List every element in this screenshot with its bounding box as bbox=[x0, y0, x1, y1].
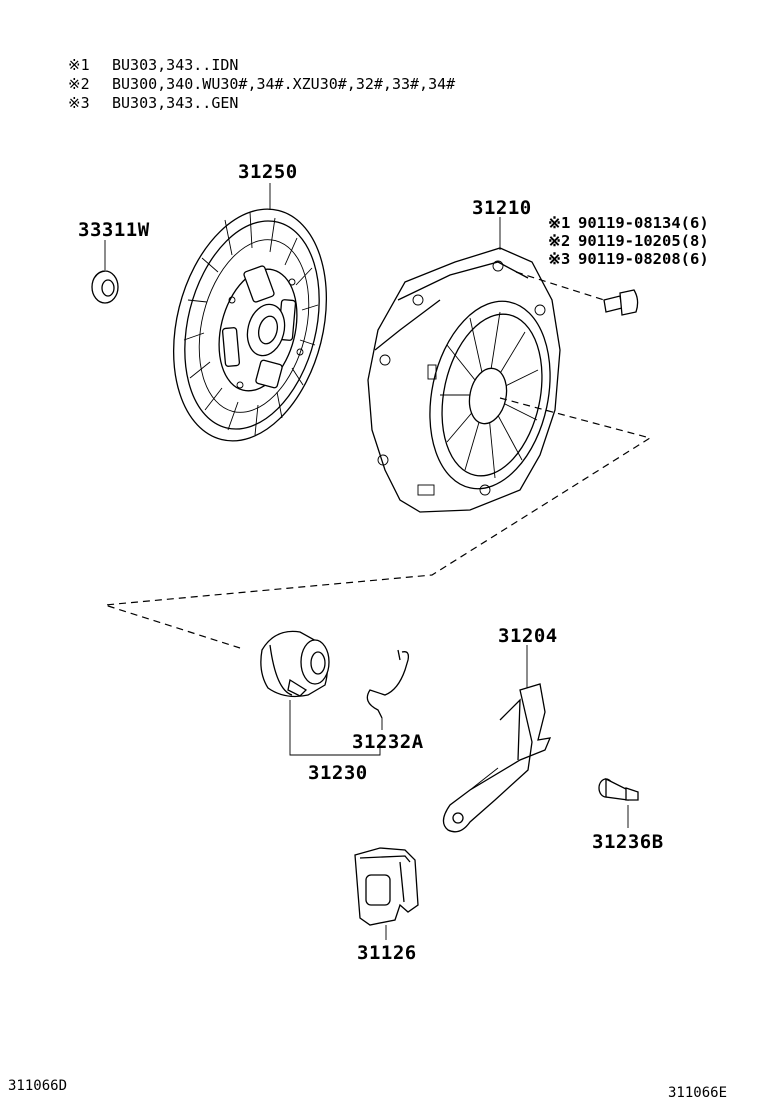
note-1-mark: ※1 bbox=[68, 56, 90, 74]
dashed-line-assembly bbox=[104, 397, 652, 649]
diagram-code-left: 311066D bbox=[8, 1078, 67, 1094]
note-2-text: BU300,340.WU30#,34#.XZU30#,32#,33#,34# bbox=[112, 75, 455, 93]
part-label-33311w[interactable]: 33311W bbox=[78, 219, 150, 241]
bolt-1-part[interactable]: 90119-08134(6) bbox=[578, 214, 709, 232]
part-label-31210[interactable]: 31210 bbox=[472, 197, 532, 219]
note-3-mark: ※3 bbox=[68, 94, 90, 112]
note-1-text: BU303,343..IDN bbox=[112, 56, 238, 74]
applicability-notes: ※1 BU303,343..IDN ※2 BU300,340.WU30#,34#… bbox=[68, 56, 455, 112]
clutch-cover-drawing bbox=[367, 247, 561, 513]
leader-31230 bbox=[289, 700, 381, 756]
part-label-31250[interactable]: 31250 bbox=[238, 161, 298, 183]
bolt-drawing bbox=[603, 289, 639, 316]
note-2-mark: ※2 bbox=[68, 75, 90, 93]
boot-drawing bbox=[354, 847, 419, 926]
part-label-31230[interactable]: 31230 bbox=[308, 762, 368, 784]
dashed-line-bolt bbox=[515, 271, 605, 301]
pivot-drawing bbox=[598, 777, 639, 801]
bolt-1-mark: ※1 bbox=[548, 214, 570, 232]
bolt-3-part[interactable]: 90119-08208(6) bbox=[578, 250, 709, 268]
note-3-text: BU303,343..GEN bbox=[112, 94, 238, 112]
release-fork-drawing bbox=[442, 683, 552, 833]
bolt-2-part[interactable]: 90119-10205(8) bbox=[578, 232, 709, 250]
release-bearing-drawing bbox=[260, 630, 330, 698]
part-label-31232a[interactable]: 31232A bbox=[352, 731, 424, 753]
clutch-disc-drawing bbox=[172, 208, 328, 442]
part-label-31204[interactable]: 31204 bbox=[498, 625, 558, 647]
bolt-2-mark: ※2 bbox=[548, 232, 570, 250]
clip-drawing bbox=[366, 649, 410, 719]
part-label-31236b[interactable]: 31236B bbox=[592, 831, 664, 853]
diagram-code-right: 311066E bbox=[668, 1085, 727, 1101]
bolt-3-mark: ※3 bbox=[548, 250, 570, 268]
pilot-bearing-drawing bbox=[91, 270, 119, 304]
part-label-31126[interactable]: 31126 bbox=[357, 942, 417, 964]
